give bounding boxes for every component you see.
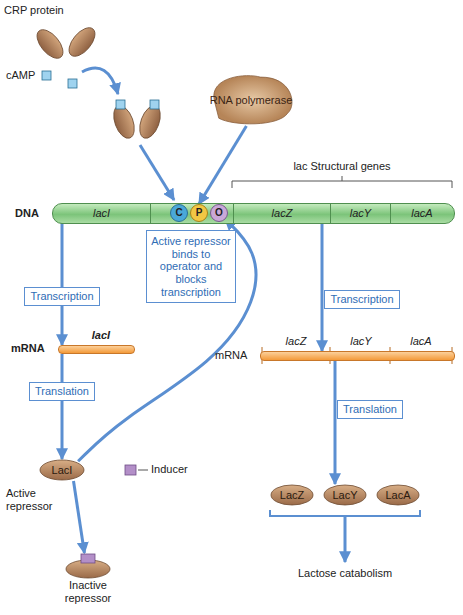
mrna-strand: mRNAlacI bbox=[58, 345, 135, 354]
connector-arrow bbox=[74, 481, 85, 553]
node-text: lacA bbox=[410, 335, 431, 348]
node-text: lacI bbox=[93, 207, 110, 220]
dna-strand: lacICPOlacZlacYlacADNA bbox=[52, 203, 455, 224]
ellipse-outline bbox=[377, 485, 419, 505]
process-label: Lactose catabolism bbox=[298, 567, 392, 580]
node-text: mRNA bbox=[11, 342, 45, 355]
node-text: LacI bbox=[52, 464, 73, 477]
promoter-site: P bbox=[190, 204, 208, 222]
node-text: mRNA bbox=[215, 349, 247, 362]
enzyme-protein: LacZ bbox=[270, 484, 314, 506]
ellipse-outline bbox=[40, 460, 84, 480]
gene-segment: lacY bbox=[331, 204, 391, 223]
leader-line bbox=[138, 470, 148, 471]
cap-site: C bbox=[170, 204, 188, 222]
crp-monomer bbox=[32, 25, 68, 63]
node-text: lacA bbox=[411, 207, 432, 220]
process-label: Translation bbox=[337, 400, 403, 419]
protein-label: CRP protein bbox=[4, 4, 64, 17]
node-text: P bbox=[196, 207, 203, 219]
mrna-strand: mRNAlacZlacYlacA bbox=[260, 351, 455, 361]
protein-bracket bbox=[270, 510, 420, 516]
repressor-shape bbox=[52, 553, 124, 579]
gene-segment: lacZ bbox=[233, 204, 331, 223]
node-text: Active repressor binds to operator and b… bbox=[151, 235, 230, 298]
binding-arrow bbox=[82, 68, 118, 94]
process-label: Translation bbox=[29, 382, 95, 401]
note-box: Active repressor binds to operator and b… bbox=[146, 230, 236, 303]
camp-molecule bbox=[68, 79, 77, 88]
ellipse-outline bbox=[271, 485, 313, 505]
camp-molecule bbox=[42, 71, 51, 80]
process-label: Transcription bbox=[24, 287, 99, 306]
enzyme-protein: LacY bbox=[323, 484, 367, 506]
node-text: lacY bbox=[350, 207, 371, 220]
node-text: lacY bbox=[350, 335, 371, 348]
repressor-protein: LacI bbox=[39, 459, 85, 481]
node-text: LacA bbox=[385, 489, 410, 502]
molecule-label: cAMP bbox=[6, 69, 35, 82]
node-text: RNA polymerase bbox=[210, 94, 293, 107]
binding-arrow bbox=[140, 145, 174, 200]
node-text: lacZ bbox=[272, 207, 293, 220]
molecule-label: Inducer bbox=[151, 463, 188, 476]
gene-segment: lacI bbox=[53, 204, 151, 223]
node-text: LacZ bbox=[280, 489, 304, 502]
operator-site: O bbox=[210, 204, 228, 222]
node-text: Inactive repressor bbox=[52, 579, 124, 604]
crp-monomer bbox=[64, 23, 100, 61]
connector-arrow bbox=[199, 126, 246, 204]
camp-molecule bbox=[116, 100, 125, 109]
node-text: LacY bbox=[332, 489, 357, 502]
node-text: lacZ bbox=[286, 335, 307, 348]
node-text: C bbox=[175, 207, 182, 219]
node-text: O bbox=[215, 207, 223, 219]
inducer-molecule bbox=[125, 465, 136, 475]
state-label: Active repressor bbox=[6, 487, 62, 512]
gene-bracket bbox=[232, 176, 452, 188]
connector-arrow bbox=[334, 361, 337, 484]
connector-arrow bbox=[61, 354, 64, 459]
node-text: lacI bbox=[92, 329, 110, 342]
node-text: DNA bbox=[15, 207, 39, 220]
connector-arrow bbox=[321, 223, 324, 351]
process-label: Transcription bbox=[324, 290, 399, 309]
inducer-molecule bbox=[81, 554, 95, 563]
ellipse-outline bbox=[324, 485, 366, 505]
bracket-label: lac Structural genes bbox=[293, 160, 390, 173]
inactive-repressor: Inactive repressor bbox=[52, 553, 124, 604]
rna-polymerase: RNA polymerase bbox=[205, 74, 297, 126]
enzyme-protein: LacA bbox=[376, 484, 420, 506]
connector-arrow bbox=[78, 219, 256, 461]
camp-molecule bbox=[150, 100, 159, 109]
catabolism-arrow bbox=[344, 516, 347, 562]
connector-arrow bbox=[61, 223, 64, 345]
gene-segment: lacA bbox=[391, 204, 453, 223]
